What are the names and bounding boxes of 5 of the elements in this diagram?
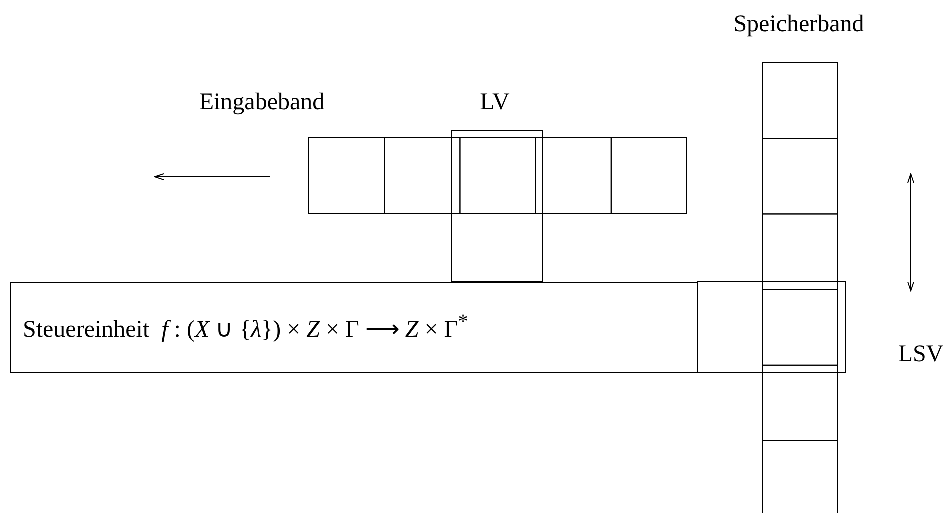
head-label: LSV xyxy=(898,342,944,368)
control-unit-box: Steuereinheit f : (X ∪ {λ}) × Z × Γ ⟶ Z × Γ$^{*}$ xyxy=(10,282,698,373)
tape-label: Eingabeband xyxy=(199,90,325,116)
tape-label: Speicherband xyxy=(734,12,864,38)
head-label: LV xyxy=(480,90,510,116)
